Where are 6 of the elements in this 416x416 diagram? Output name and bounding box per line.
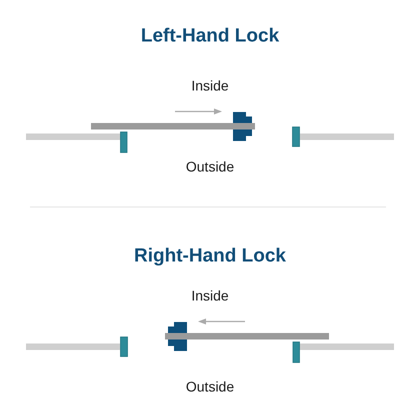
section-heading: Right-Hand Lock (134, 246, 286, 268)
section-heading: Left-Hand Lock (140, 26, 280, 48)
side-label: Inside (191, 288, 229, 304)
side-label: Outside (186, 378, 234, 396)
side-label: Outside (186, 158, 234, 176)
side-label: Inside (191, 78, 229, 94)
